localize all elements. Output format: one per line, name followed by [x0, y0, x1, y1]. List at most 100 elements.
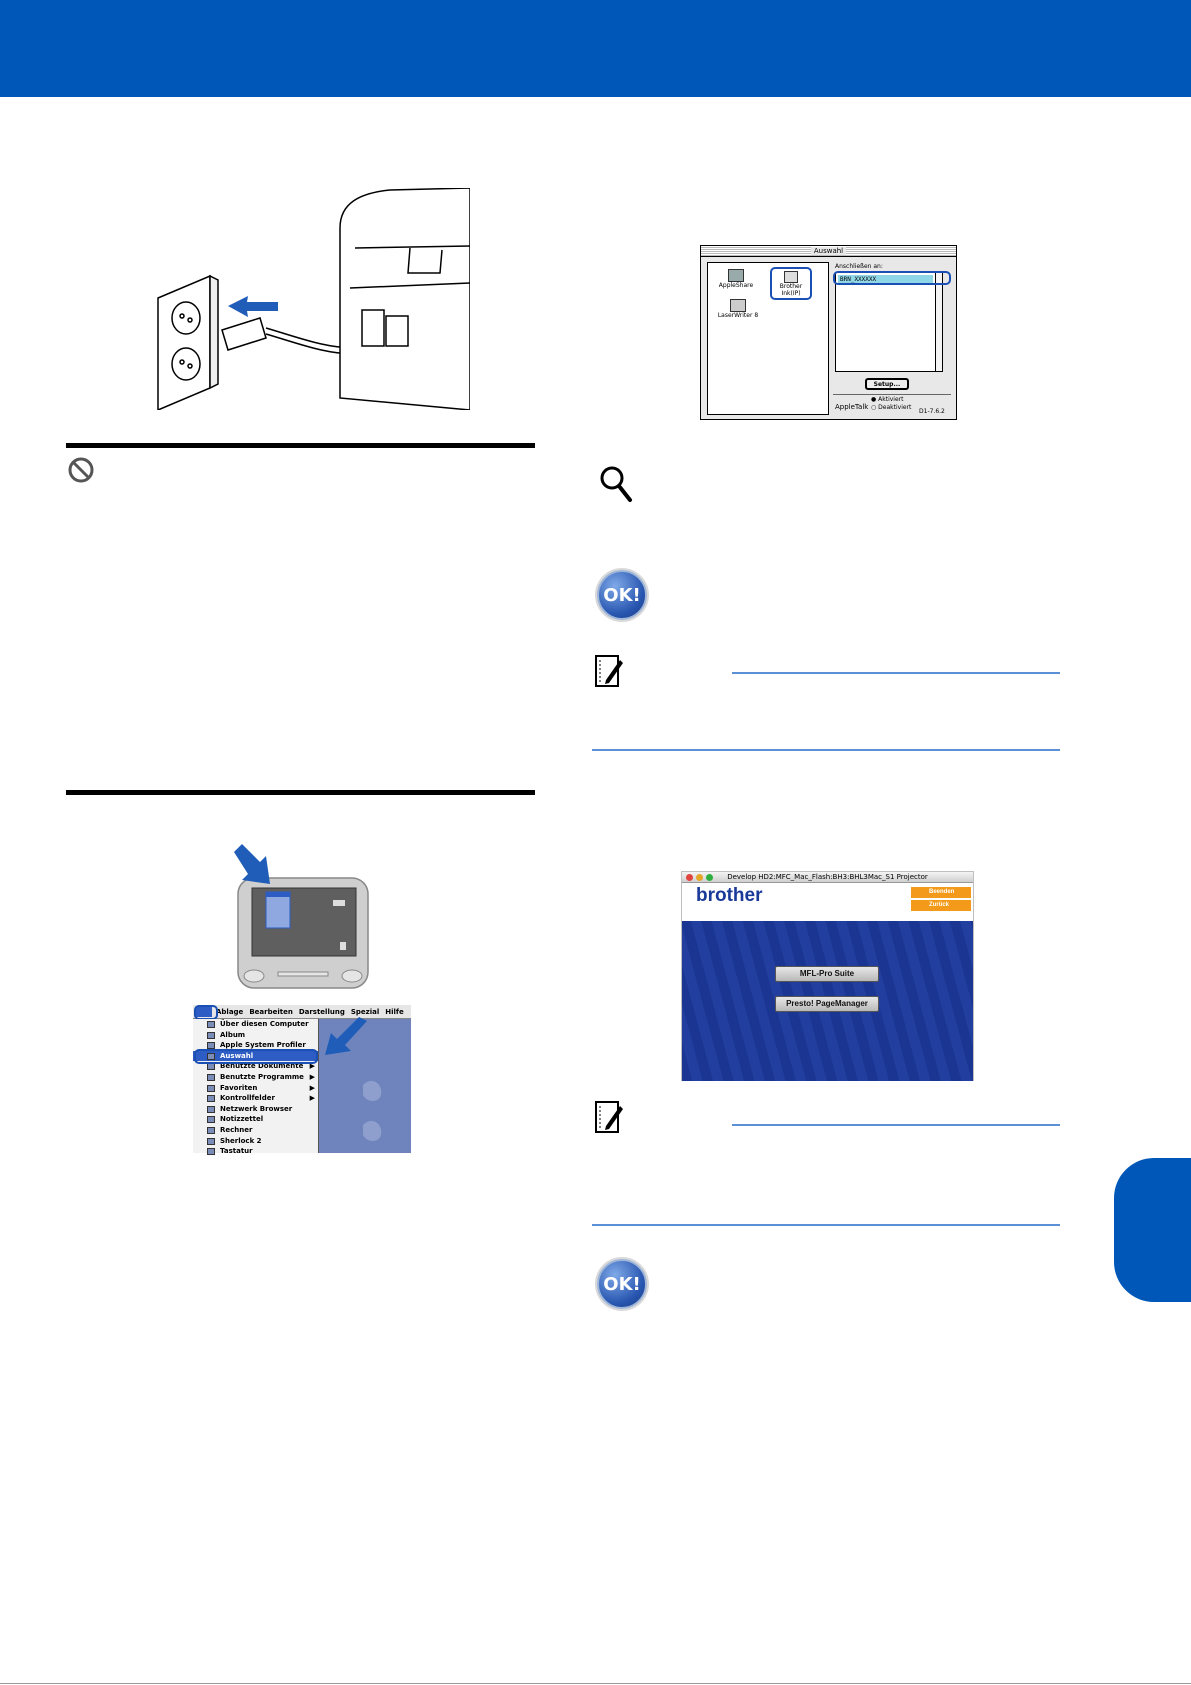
menu-item-icon: [207, 1095, 215, 1103]
presto-pagemanager-button[interactable]: Presto! PageManager: [775, 996, 879, 1012]
menu-item-icon: [207, 1148, 215, 1156]
chooser-title: Auswahl: [810, 247, 847, 255]
appleshare-item[interactable]: AppleShare: [716, 269, 756, 289]
footer-rule: [0, 1683, 1191, 1684]
back-label: Zurück: [929, 902, 950, 908]
note-2-top-rule: [732, 1124, 1060, 1126]
auswahl-highlight: [194, 1049, 318, 1064]
submenu-arrow-icon: ▶: [309, 1062, 315, 1071]
connect-list-selected[interactable]: BRN_XXXXXX: [838, 275, 933, 284]
laserwriter-icon: [730, 299, 746, 312]
menu-item-label: Apple System Profiler: [220, 1041, 306, 1050]
menu-item-icon: [207, 1063, 215, 1071]
quit-label: Beenden: [929, 889, 955, 895]
appleshare-label: AppleShare: [718, 282, 754, 289]
imac-illustration: [234, 844, 369, 989]
power-plug-illustration: [157, 188, 470, 410]
note-pencil-icon: [595, 655, 623, 687]
menu-item[interactable]: Über diesen Computer: [193, 1019, 318, 1030]
section-rule-2: [66, 790, 535, 795]
menu-spezial[interactable]: Spezial: [350, 1008, 380, 1016]
menu-item-label: Notizzettel: [220, 1115, 264, 1124]
submenu-arrow-icon: ▶: [309, 1083, 315, 1092]
note-1-top-rule: [732, 672, 1060, 674]
minimize-icon[interactable]: [696, 874, 703, 881]
chooser-divider: [833, 394, 951, 395]
menu-item[interactable]: Rechner: [193, 1125, 318, 1136]
menu-item[interactable]: Netzwerk Browser: [193, 1104, 318, 1115]
submenu-arrow-icon: ▶: [309, 1072, 315, 1081]
menu-item-label: Benutzte Programme: [220, 1072, 304, 1081]
apple-menu-highlight: [194, 1005, 218, 1020]
radio-active-label: Aktiviert: [878, 396, 904, 403]
mac-menubar: Ablage Bearbeiten Darstellung Spezial Hilfe: [193, 1005, 411, 1019]
menu-item[interactable]: Album: [193, 1030, 318, 1041]
chooser-window: Auswahl AppleShare LaserWriter 8 Brother…: [700, 245, 957, 420]
menu-item-icon: [207, 1137, 215, 1145]
menu-item-icon: [207, 1084, 215, 1092]
header-band: [0, 0, 1191, 97]
mfl-pro-suite-button[interactable]: MFL-Pro Suite: [775, 966, 879, 982]
laserwriter-item[interactable]: LaserWriter 8: [716, 299, 760, 319]
quit-button[interactable]: Beenden: [911, 887, 971, 898]
back-button[interactable]: Zurück: [911, 900, 971, 911]
menu-item-label: Kontrollfelder: [220, 1094, 275, 1103]
menu-bearbeiten[interactable]: Bearbeiten: [249, 1008, 293, 1016]
appletalk-label: AppleTalk: [835, 403, 869, 411]
laserwriter-label: LaserWriter 8: [717, 312, 759, 319]
connect-label: Anschließen an:: [835, 263, 883, 270]
projector-title: Develop HD2:MFC_Mac_Flash:BH3:BHL3Mac_S1…: [727, 873, 928, 881]
zoom-icon[interactable]: [706, 874, 713, 881]
projector-title-bar: Develop HD2:MFC_Mac_Flash:BH3:BHL3Mac_S1…: [682, 872, 973, 883]
connect-list[interactable]: BRN_XXXXXX: [835, 272, 943, 372]
printer-icon: [784, 271, 798, 283]
close-icon[interactable]: [686, 874, 693, 881]
menu-item-icon: [207, 1126, 215, 1134]
menu-item-label: Benutzte Dokumente: [220, 1062, 304, 1071]
menu-item-label: Favoriten: [220, 1083, 258, 1092]
menu-item-label: Rechner: [220, 1125, 253, 1134]
menu-item[interactable]: Favoriten ▶: [193, 1083, 318, 1094]
radio-active[interactable]: ● Aktiviert: [871, 396, 904, 403]
menu-item-label: Netzwerk Browser: [220, 1104, 293, 1113]
menu-item-icon: [207, 1116, 215, 1124]
submenu-arrow-icon: ▶: [309, 1094, 315, 1103]
setup-button[interactable]: Setup...: [865, 378, 909, 390]
ok-badge-icon: OK!: [597, 570, 647, 620]
chooser-title-bar: Auswahl: [701, 246, 956, 257]
chooser-driver-pane: AppleShare LaserWriter 8 Brother Ink(IP): [707, 262, 829, 415]
menu-item[interactable]: Sherlock 2: [193, 1136, 318, 1147]
menu-ablage[interactable]: Ablage: [216, 1008, 244, 1016]
list-scrollbar[interactable]: [935, 273, 942, 371]
menu-item[interactable]: Auswahl: [193, 1050, 318, 1062]
magnifier-icon: [600, 466, 632, 502]
menu-item-icon: [207, 1021, 215, 1028]
menu-item-icon: [207, 1042, 215, 1050]
menu-item[interactable]: Kontrollfelder ▶: [193, 1093, 318, 1104]
section-side-tab: [1114, 1158, 1191, 1302]
note-1-bottom-rule: [592, 749, 1060, 751]
radio-inactive-label: Deaktiviert: [878, 404, 912, 411]
prohibited-icon: [68, 457, 94, 483]
menu-hilfe[interactable]: Hilfe: [385, 1008, 404, 1016]
apple-menu-icon[interactable]: [196, 1007, 212, 1017]
note-2-bottom-rule: [592, 1224, 1060, 1226]
menu-item[interactable]: Apple System Profiler: [193, 1040, 318, 1051]
menu-item-label: Sherlock 2: [220, 1136, 262, 1145]
radio-inactive[interactable]: ○ Deaktiviert: [871, 404, 912, 411]
chooser-connect-pane: Anschließen an: BRN_XXXXXX Setup... Appl…: [833, 262, 953, 415]
menu-item[interactable]: Notizzettel: [193, 1114, 318, 1125]
menu-item-label: Über diesen Computer: [220, 1020, 309, 1028]
blue-arrow-icon: [325, 1017, 367, 1055]
section-rule-1: [66, 443, 535, 448]
menu-item-icon: [207, 1031, 215, 1039]
note-pencil-icon: [595, 1101, 623, 1133]
ok-badge-icon: OK!: [597, 1259, 647, 1309]
menu-item[interactable]: Tastatur: [193, 1146, 318, 1157]
menu-darstellung[interactable]: Darstellung: [298, 1008, 345, 1016]
brother-driver-item[interactable]: Brother Ink(IP): [770, 267, 812, 300]
menu-item[interactable]: Benutzte Programme ▶: [193, 1072, 318, 1083]
connect-highlight: [833, 271, 951, 285]
